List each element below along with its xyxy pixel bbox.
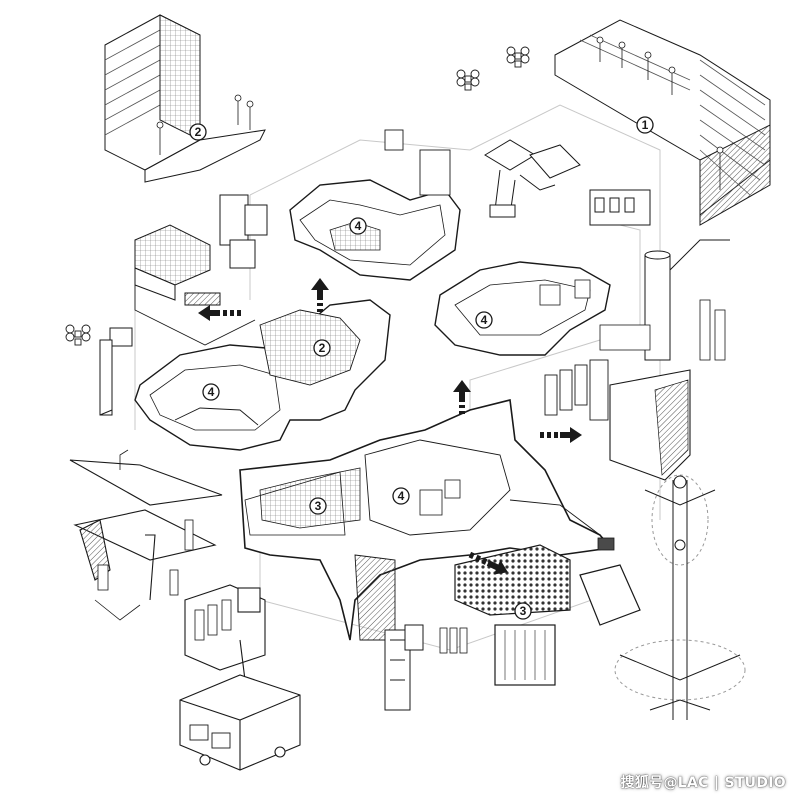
callout-number: 4 [208, 385, 215, 399]
callout-circle [475, 311, 493, 329]
robot-vehicle [179, 584, 301, 771]
callout-number: 4 [398, 489, 405, 503]
callout-number: 4 [481, 313, 488, 327]
callout-circle [636, 116, 654, 134]
callout-circle [392, 487, 410, 505]
callout-number: 3 [315, 499, 322, 513]
column-structure [384, 624, 424, 711]
callout-c4b: 4 [475, 311, 493, 329]
callout-circle [514, 602, 532, 620]
fixtures [219, 194, 268, 269]
callout-circle [202, 383, 220, 401]
callout-c2a: 2 [189, 123, 207, 141]
central-module [239, 399, 615, 641]
callout-number: 3 [520, 604, 527, 618]
watermark: 搜狐号@LAC | STUDIO [620, 775, 786, 791]
callout-c4d: 4 [392, 487, 410, 505]
walkway-canopy [69, 449, 223, 621]
module-2-4-left [134, 299, 391, 451]
module-3-seating [439, 544, 641, 686]
callout-number: 2 [195, 125, 202, 139]
stacked-floors-building [104, 14, 266, 183]
callout-c4a: 4 [349, 217, 367, 235]
callout-c4c: 4 [202, 383, 220, 401]
storage-rack [134, 224, 256, 346]
landing-mast [614, 474, 746, 720]
robotic-arm-dock [484, 139, 651, 226]
callout-c3b: 3 [514, 602, 532, 620]
callout-c3a: 3 [309, 497, 327, 515]
callout-number: 2 [319, 341, 326, 355]
wall-panels [544, 359, 691, 481]
module-4-right [434, 261, 611, 356]
module-4-top [289, 129, 461, 281]
callout-circle [349, 217, 367, 235]
callout-number: 1 [642, 118, 649, 132]
stadium-stands [554, 19, 771, 226]
tank-tower [599, 239, 730, 361]
arrow-icons [198, 278, 582, 575]
callout-circle [313, 339, 331, 357]
drone-icon [65, 46, 530, 346]
callout-c1: 1 [636, 116, 654, 134]
callout-number: 4 [355, 219, 362, 233]
callout-c2b: 2 [313, 339, 331, 357]
callout-circle [309, 497, 327, 515]
callouts: 1 2 2 3 3 4 4 4 4 [189, 116, 654, 620]
sign-pole [99, 327, 133, 416]
callout-circle [189, 123, 207, 141]
